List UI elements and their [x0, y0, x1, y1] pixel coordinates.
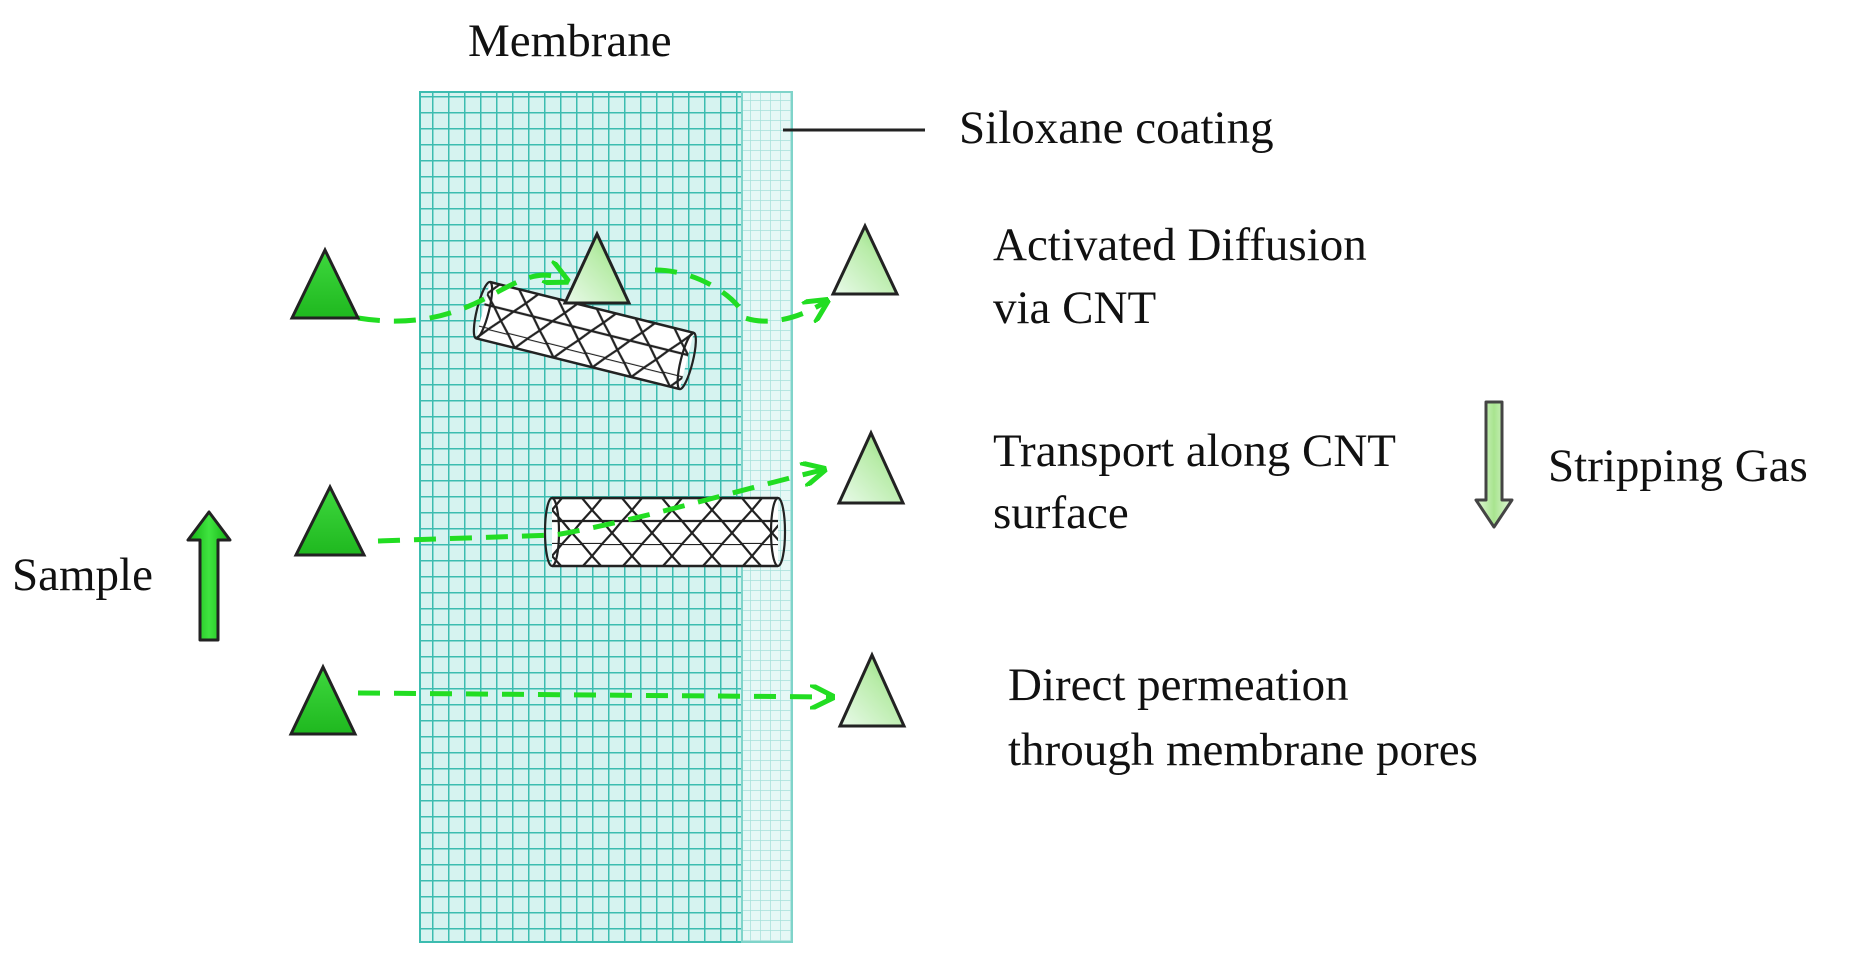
transport-label-line2: surface	[993, 487, 1129, 539]
stripping-gas-label: Stripping Gas	[1548, 440, 1808, 492]
molecule-triangle-icon	[293, 483, 367, 557]
molecule-triangle-icon	[289, 246, 361, 320]
molecule-triangle-icon	[562, 230, 632, 305]
molecule-triangle-icon	[288, 663, 358, 736]
activated-diffusion-path	[357, 275, 565, 324]
sample-label: Sample	[12, 549, 153, 601]
membrane-label: Membrane	[468, 15, 672, 67]
siloxane-coating-label: Siloxane coating	[959, 102, 1274, 154]
activated-diffusion-label-line2: via CNT	[993, 282, 1156, 334]
molecule-triangle-icon	[837, 651, 907, 728]
direct-permeation-label-line1: Direct permeation	[1008, 659, 1349, 711]
carbon-nanotube-icon	[472, 280, 697, 391]
activated-diffusion-path-exit	[654, 267, 825, 324]
arrow-up-icon	[186, 510, 232, 642]
direct-permeation-label-line2: through membrane pores	[1008, 724, 1478, 776]
transport-label-line1: Transport along CNT	[993, 425, 1396, 477]
cnt-surface-transport-path	[377, 470, 822, 544]
activated-diffusion-label-line1: Activated Diffusion	[993, 219, 1367, 271]
arrow-down-icon	[1474, 400, 1514, 529]
molecule-triangle-icon	[836, 429, 906, 505]
direct-permeation-path	[357, 693, 830, 697]
molecule-triangle-icon	[830, 222, 900, 296]
